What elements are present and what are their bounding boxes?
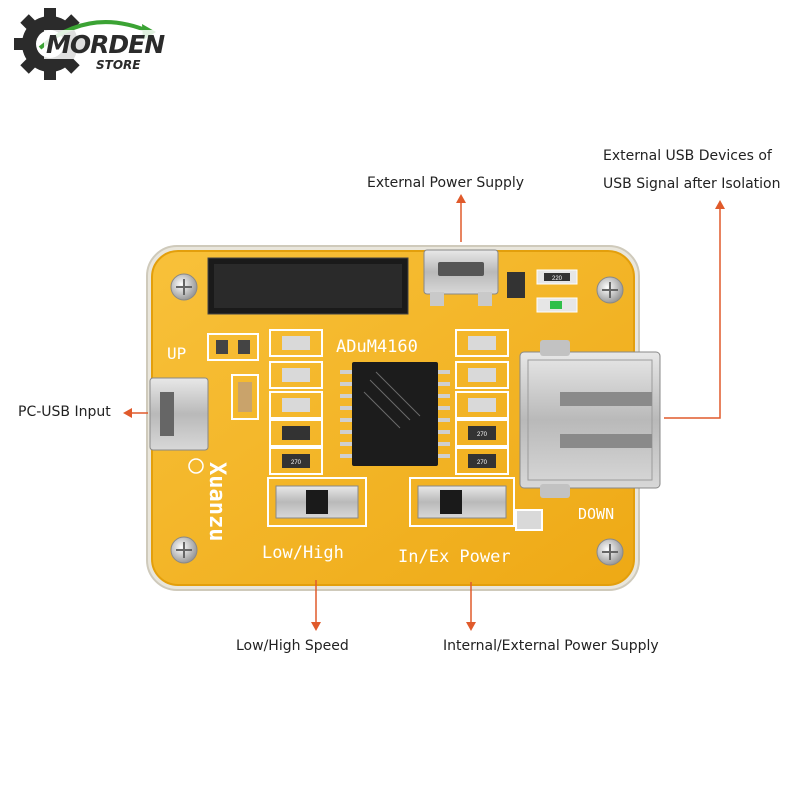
smd-parts-left: [216, 336, 310, 468]
up-label: UP: [167, 344, 186, 363]
callout-lines: [128, 198, 721, 628]
usb-a-output-port: [519, 340, 661, 498]
resistor-code: 270: [291, 460, 302, 466]
brand-sub: STORE: [96, 58, 141, 72]
switch1-label: Low/High: [262, 543, 344, 563]
down-label: DOWN: [578, 505, 614, 523]
mounting-screws: [170, 273, 624, 566]
callout-external-power: External Power Supply: [367, 175, 525, 191]
resistor-code: 270: [477, 460, 488, 466]
smd-parts-center-right: [468, 336, 496, 468]
micro-usb-power-port: [423, 249, 499, 306]
brand-name: MORDEN: [44, 30, 167, 59]
switch2-label: In/Ex Power: [398, 547, 511, 567]
resistor-code: 220: [552, 276, 563, 282]
micro-usb-input-port: [149, 377, 209, 451]
silkscreen-center-right: [455, 329, 509, 475]
resistor-code: 270: [477, 432, 488, 438]
callout-arrowheads: [123, 194, 725, 631]
callout-low-high-speed: Low/High Speed: [236, 638, 349, 654]
callout-external-usb-line1: External USB Devices of: [603, 148, 772, 164]
chip-label: ADuM4160: [336, 337, 418, 357]
vendor-mark: Xuanzu: [204, 462, 229, 541]
switch-in-ex-power: [409, 477, 515, 527]
callout-pc-usb: PC-USB Input: [18, 404, 111, 420]
callout-external-usb-line2: USB Signal after Isolation: [603, 176, 781, 192]
switch-low-high: [267, 477, 367, 527]
callout-int-ext-power: Internal/External Power Supply: [443, 638, 659, 654]
silkscreen-left: [207, 329, 323, 475]
adum4160-chip: [340, 362, 450, 466]
